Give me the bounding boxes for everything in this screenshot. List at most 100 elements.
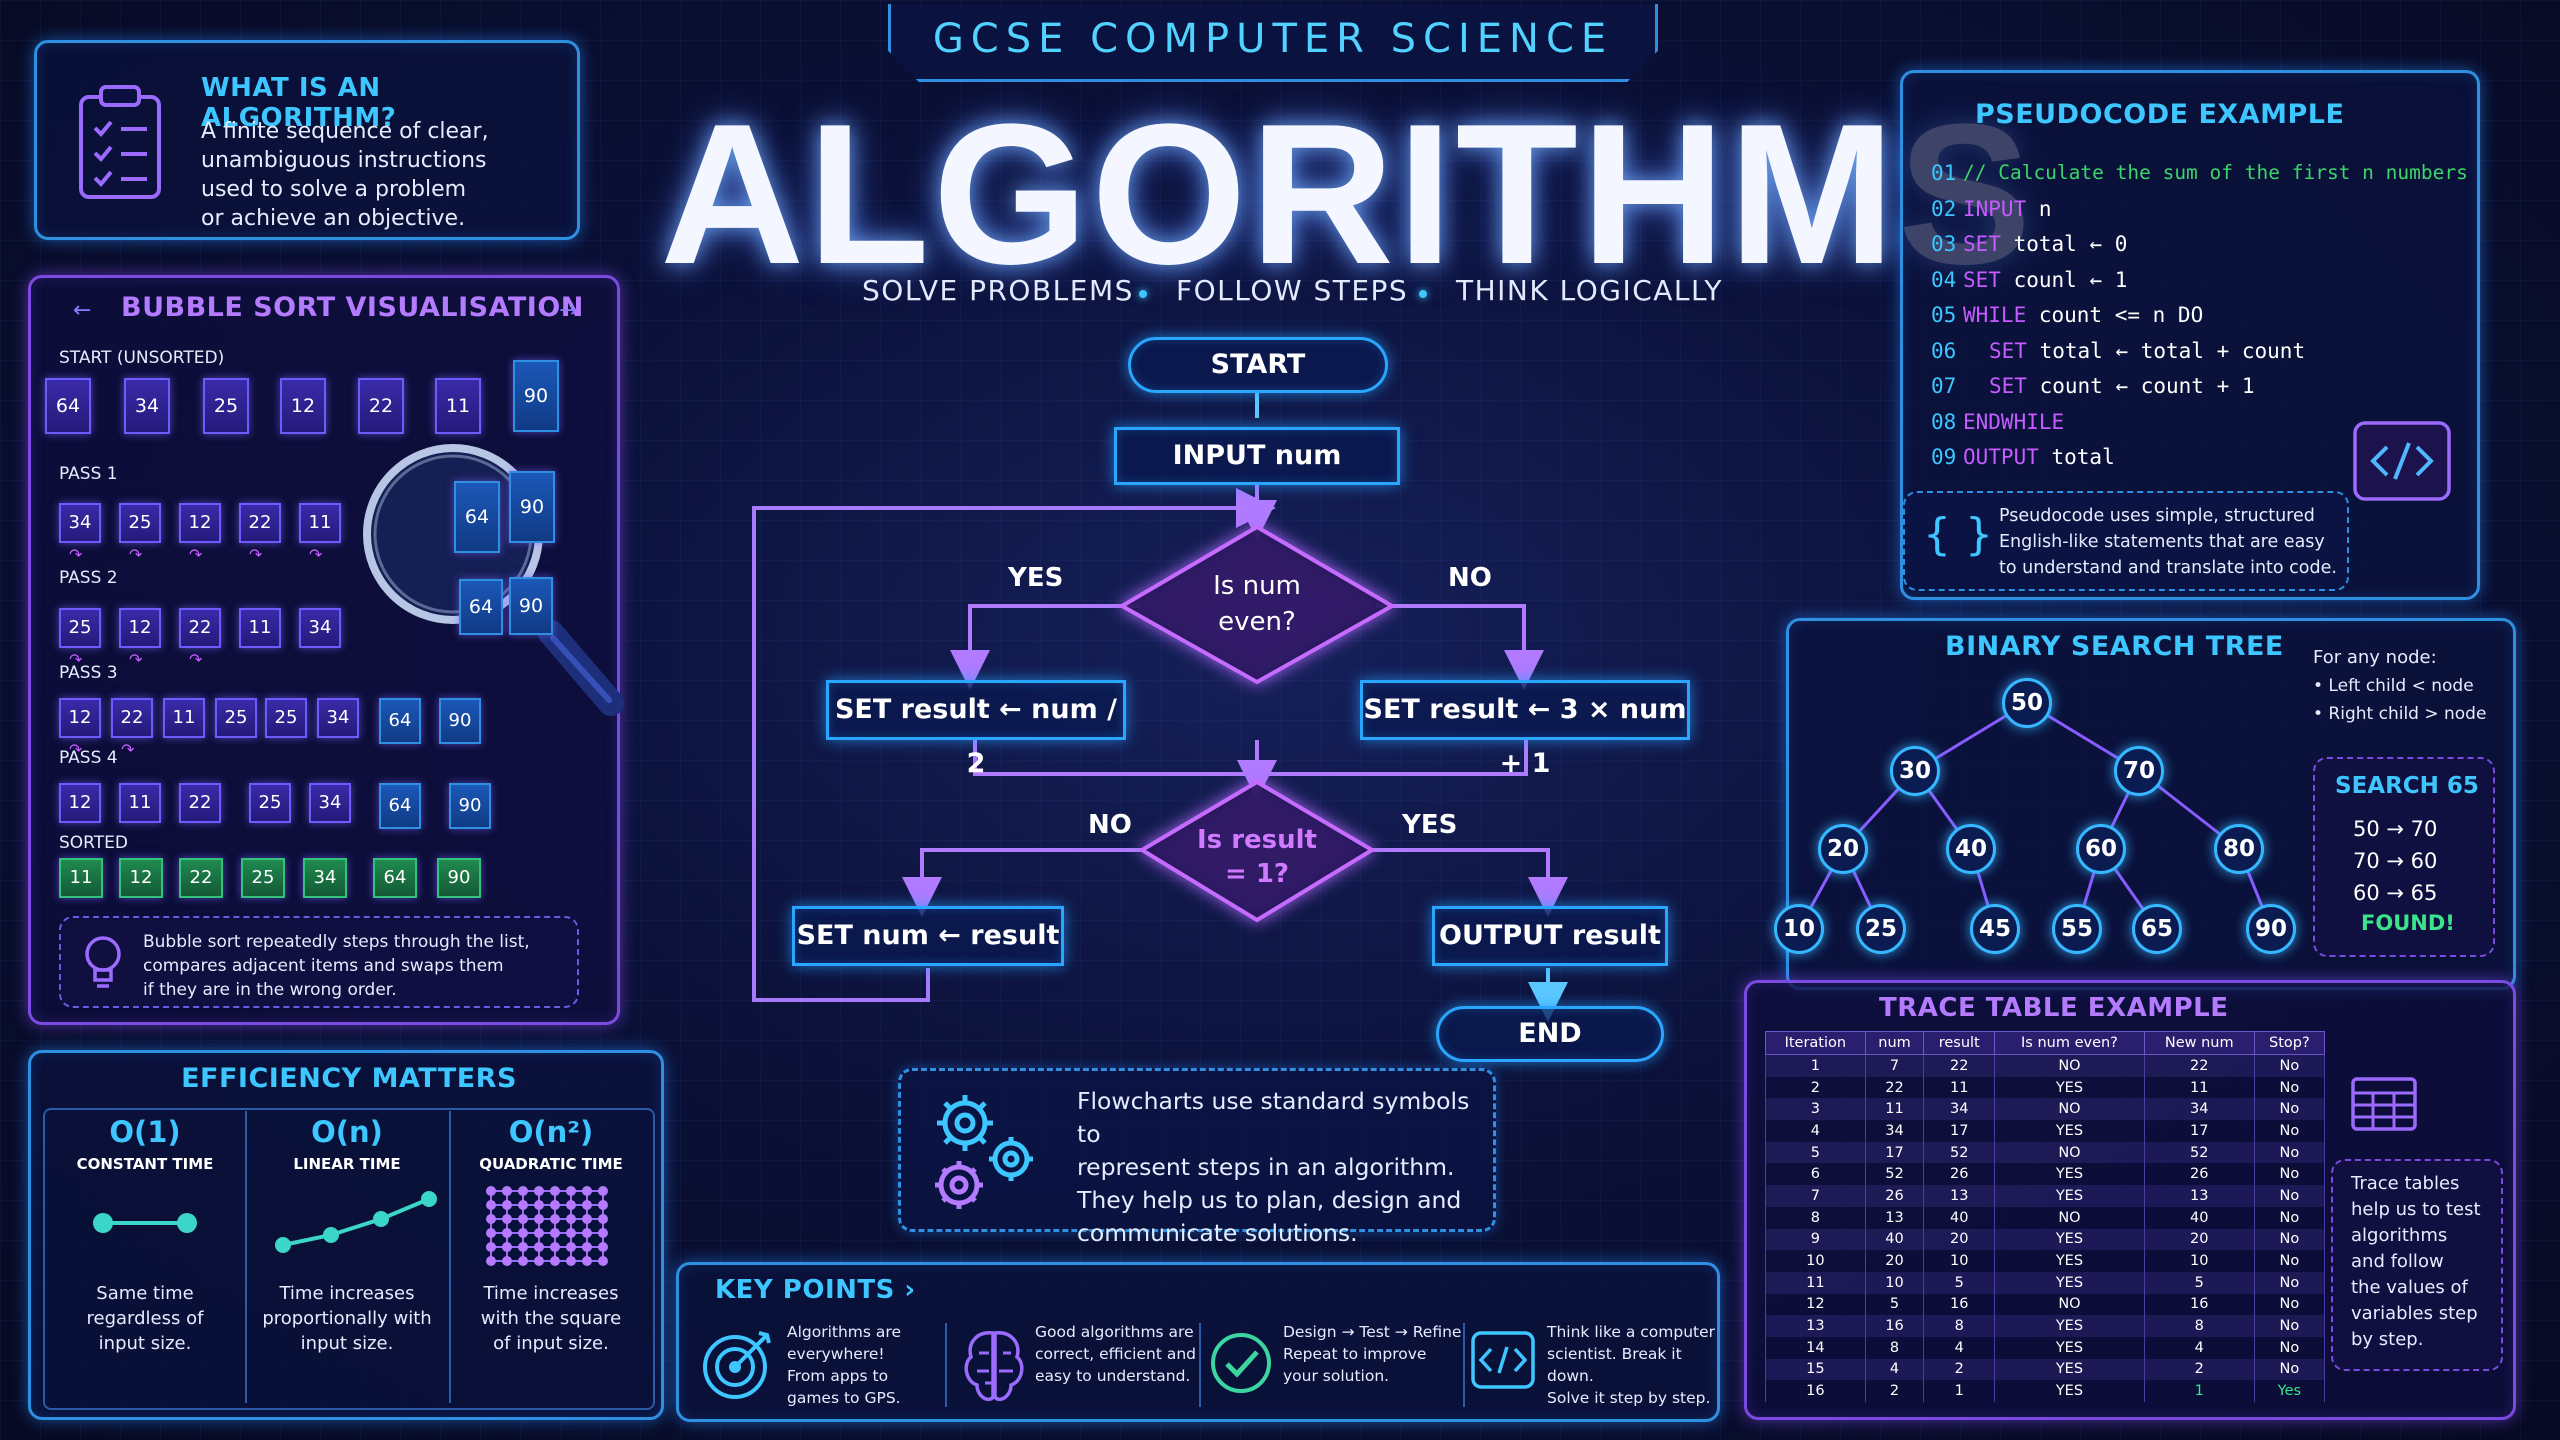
pass-cell: 11: [163, 698, 205, 738]
magnified-cell: 90: [509, 471, 555, 543]
pass-label: PASS 3: [59, 663, 118, 683]
table-cell: 20: [1864, 1250, 1925, 1272]
pass-cell: 90: [449, 783, 491, 829]
bst-node: 60: [2076, 824, 2126, 874]
table-cell: No: [2253, 1315, 2326, 1337]
grid-dot: [486, 1256, 496, 1266]
search-step: 50 → 70: [2353, 817, 2438, 841]
sorted-cell: 34: [303, 858, 347, 898]
start-cell: 22: [358, 378, 404, 434]
grid-dot: [598, 1242, 608, 1252]
grid-dot: [550, 1200, 560, 1210]
definition-line: used to solve a problem: [201, 177, 467, 202]
code-text: total ← 0: [2000, 232, 2128, 256]
table-cell: No: [2253, 1054, 2326, 1077]
grid-dot: [502, 1186, 512, 1196]
table-cell: No: [2253, 1293, 2326, 1316]
grid-dot: [534, 1242, 544, 1252]
start-cell: 90: [513, 360, 559, 432]
flow-set-half: SET result ← num / 2: [826, 680, 1126, 779]
flowchart-note: Flowcharts use standard symbols to repre…: [1077, 1085, 1493, 1250]
decision-line: Is num: [1213, 571, 1301, 601]
search-title: SEARCH 65: [2335, 773, 2479, 799]
desc-line: input size.: [300, 1333, 394, 1354]
table-cell: 22: [1923, 1054, 1996, 1077]
bst-node: 40: [1946, 824, 1996, 874]
grid-dot: [598, 1228, 608, 1238]
trace-note-box: Trace tables help us to test algorithms …: [2331, 1159, 2503, 1371]
table-cell: 20: [1923, 1228, 1996, 1251]
complexity-big: O(1): [109, 1115, 181, 1149]
table-cell: 26: [1864, 1185, 1925, 1207]
bst-node: 10: [1774, 904, 1824, 954]
rule-right: • Right child > node: [2313, 704, 2487, 724]
flow-end: END: [1436, 1006, 1664, 1062]
start-cell: 34: [124, 378, 170, 434]
grid-dot: [566, 1256, 576, 1266]
table-cell: 11: [1864, 1098, 1925, 1121]
desc-line: proportionally with: [262, 1308, 432, 1329]
table-cell: 10: [1765, 1250, 1866, 1272]
code-keyword: SET: [1963, 232, 2001, 256]
flowchart-note-box: Flowcharts use standard symbols to repre…: [898, 1068, 1496, 1247]
note-line: communicate solutions.: [1077, 1219, 1358, 1247]
table-cell: 13: [1923, 1185, 1996, 1207]
line-number: 04: [1931, 267, 1957, 292]
table-cell: 12: [1765, 1293, 1866, 1316]
table-cell: No: [2253, 1098, 2326, 1121]
table-cell: 16: [1765, 1380, 1866, 1402]
table-cell: 14: [1765, 1336, 1866, 1359]
grid-dot: [502, 1256, 512, 1266]
table-cell: No: [2253, 1206, 2326, 1229]
grid-dot: [518, 1186, 528, 1196]
code-line: INPUT n: [1963, 197, 2052, 221]
table-grid-icon: [2351, 1077, 2417, 1131]
table-cell: 52: [1864, 1163, 1925, 1186]
table-cell: YES: [1994, 1250, 2145, 1272]
complexity-name: LINEAR TIME: [293, 1155, 401, 1173]
grid-dot: [502, 1200, 512, 1210]
table-cell: 52: [1923, 1141, 1996, 1164]
swap-arrow-icon: ↷: [189, 650, 203, 669]
kp-line: games to GPS.: [787, 1389, 901, 1407]
grid-dot: [486, 1242, 496, 1252]
divider: [1199, 1323, 1201, 1407]
table-cell: No: [2253, 1250, 2326, 1272]
divider: [245, 1111, 247, 1403]
line-number: 03: [1931, 232, 1957, 256]
table-cell: 15: [1765, 1358, 1866, 1381]
brain-icon: [964, 1331, 1024, 1402]
bst-node: 30: [1890, 746, 1940, 796]
search-step: 70 → 60: [2353, 849, 2438, 873]
code-keyword: OUTPUT: [1963, 445, 2039, 469]
table-cell: 2: [1765, 1076, 1866, 1099]
table-cell: 40: [2143, 1206, 2255, 1229]
table-cell: 17: [1864, 1141, 1925, 1164]
table-cell: 1: [1923, 1380, 1996, 1402]
kp-line: Good algorithms are: [1035, 1323, 1194, 1341]
search-box: SEARCH 65 50 → 70 70 → 60 60 → 65 FOUND!: [2313, 757, 2495, 957]
code-text: count ← count + 1: [2026, 374, 2255, 398]
clipboard-checklist-icon: [79, 85, 161, 199]
swap-arrow-icon: ↷: [121, 740, 135, 759]
grid-dot: [582, 1186, 592, 1196]
magnified-cell: 90: [509, 577, 553, 635]
pass-cell: 34: [299, 608, 341, 648]
code-line: SET total ← 0: [1963, 232, 2127, 256]
definition-line: or achieve an objective.: [201, 206, 466, 231]
desc-line: regardless of: [86, 1308, 204, 1329]
table-cell: 17: [2143, 1120, 2255, 1142]
swap-arrow-icon: ↷: [69, 740, 83, 759]
table-cell: 1: [1765, 1054, 1866, 1077]
grid-dot: [598, 1256, 608, 1266]
table-cell: 6: [1765, 1163, 1866, 1186]
